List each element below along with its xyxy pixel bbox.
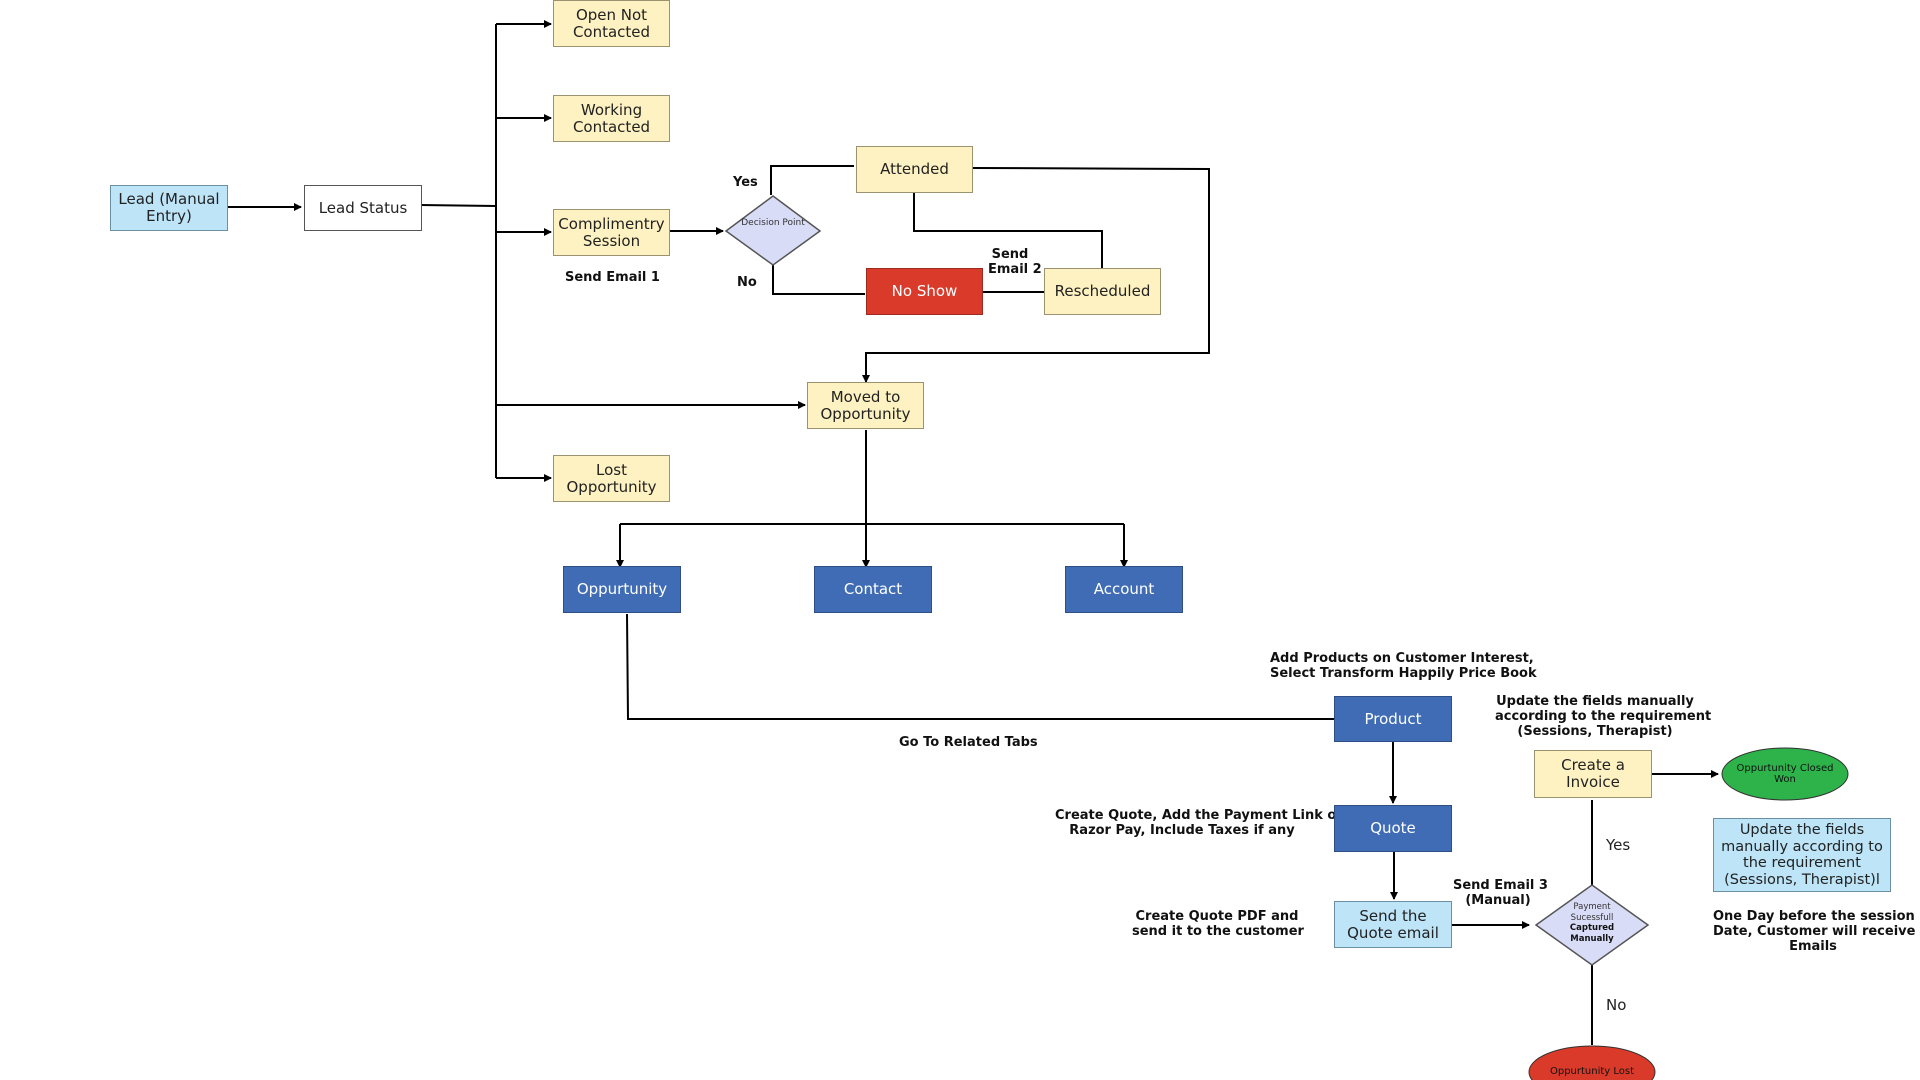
payment-line3: Captured: [1569, 923, 1615, 933]
payment-line2: Sucessfull: [1570, 912, 1614, 923]
attended-box[interactable]: Attended: [856, 146, 973, 193]
send-email-3-line1: Send Email 3: [1453, 878, 1548, 893]
open-not-contacted-label: Open Not Contacted: [572, 5, 651, 41]
lost-opportunity-box[interactable]: Lost Opportunity: [553, 455, 670, 502]
connector-decision-to-attended: [770, 165, 854, 195]
open-not-contacted-box[interactable]: Open Not Contacted: [553, 0, 670, 47]
no-show-box[interactable]: No Show: [866, 268, 983, 315]
decision-yes-label: Yes: [733, 175, 758, 190]
account-label: Account: [1093, 580, 1155, 598]
add-products-line1: Add Products on Customer Interest,: [1270, 651, 1534, 666]
connector-oppurtunity-to-product: [626, 613, 1336, 720]
one-day-line1: One Day before the session: [1713, 909, 1915, 924]
send-email-3-line2: (Manual): [1465, 893, 1531, 908]
update-fields-box[interactable]: Update the fields manually according to …: [1713, 818, 1891, 892]
create-quote-line2: Razor Pay, Include Taxes if any: [1069, 823, 1295, 838]
lead-manual-entry-label: Lead (Manual Entry): [118, 190, 220, 225]
create-quote-line1: Create Quote, Add the Payment Link of: [1055, 808, 1342, 823]
payment-yes-label: Yes: [1606, 836, 1631, 854]
update-fields-note: Update the fields manually according to …: [1495, 694, 1712, 739]
lead-status-box[interactable]: Lead Status: [304, 185, 422, 231]
quote-box[interactable]: Quote: [1334, 805, 1452, 852]
send-email-2-line1: Send: [991, 247, 1029, 262]
one-day-line3: Emails: [1789, 939, 1837, 954]
one-day-line2: Date, Customer will receive the: [1713, 924, 1920, 939]
opportunity-lost-label: Oppurtunity Lost: [1549, 1066, 1635, 1077]
lost-opportunity-label: Lost Opportunity: [566, 460, 657, 496]
no-show-label: No Show: [891, 282, 958, 300]
attended-label: Attended: [880, 160, 949, 178]
connector-attended-to-moved: [862, 167, 1210, 383]
connector-status-to-trunk: [419, 204, 497, 207]
opportunity-lost-ellipse: [1528, 1045, 1656, 1080]
contact-box[interactable]: Contact: [814, 566, 932, 613]
payment-line1: Payment: [1573, 902, 1611, 912]
payment-line4: Manually: [1570, 933, 1614, 944]
send-email-2-note: Send Email 2: [988, 247, 1042, 277]
send-quote-email-box[interactable]: Send the Quote email: [1334, 901, 1452, 948]
oppurtunity-box[interactable]: Oppurtunity: [563, 566, 681, 613]
update-note-line3: (Sessions, Therapist): [1517, 724, 1673, 739]
send-quote-email-label: Send the Quote email: [1347, 906, 1439, 942]
decision-point-diamond: [724, 195, 822, 266]
create-pdf-line1: Create Quote PDF and: [1135, 909, 1299, 924]
connector-decision-to-no-show: [772, 265, 865, 295]
account-box[interactable]: Account: [1065, 566, 1183, 613]
product-box[interactable]: Product: [1334, 696, 1452, 742]
rescheduled-label: Rescheduled: [1054, 282, 1151, 300]
send-email-2-line2: Email 2: [988, 262, 1042, 277]
send-email-1-note: Send Email 1: [565, 270, 660, 285]
lead-manual-entry-box[interactable]: Lead (Manual Entry): [110, 185, 228, 231]
moved-to-opportunity-box[interactable]: Moved to Opportunity: [807, 382, 924, 429]
decision-no-label: No: [737, 275, 757, 290]
payment-diamond: [1534, 884, 1650, 966]
create-pdf-line2: send it to the customer: [1132, 924, 1304, 939]
create-quote-note: Create Quote, Add the Payment Link of Ra…: [1055, 808, 1342, 838]
update-note-line1: Update the fields manually: [1496, 694, 1694, 709]
create-invoice-box[interactable]: Create a Invoice: [1534, 750, 1652, 798]
working-contacted-box[interactable]: Working Contacted: [553, 95, 670, 142]
lead-status-label: Lead Status: [318, 198, 408, 217]
update-fields-box-label: Update the fields manually according to …: [1721, 822, 1883, 888]
contact-label: Contact: [843, 580, 903, 598]
go-to-related-tabs-note: Go To Related Tabs: [899, 735, 1038, 750]
create-invoice-label: Create a Invoice: [1561, 756, 1625, 791]
decision-point-label: Decision Point: [741, 218, 805, 228]
create-pdf-note: Create Quote PDF and send it to the cust…: [1132, 909, 1304, 939]
payment-no-label: No: [1606, 996, 1627, 1014]
oppurtunity-label: Oppurtunity: [576, 580, 668, 598]
add-products-line2: Select Transform Happily Price Book: [1270, 666, 1537, 681]
update-note-line2: according to the requirement: [1495, 709, 1712, 724]
closed-won-ellipse: [1721, 747, 1849, 801]
closed-won-label: Oppurtunity Closed Won: [1736, 763, 1834, 785]
moved-to-opportunity-label: Moved to Opportunity: [820, 387, 911, 423]
send-email-3-note: Send Email 3 (Manual): [1453, 878, 1548, 908]
rescheduled-box[interactable]: Rescheduled: [1044, 268, 1161, 315]
connector-rescheduled-to-attended: [913, 193, 1103, 268]
one-day-before-note: One Day before the session Date, Custome…: [1713, 909, 1920, 954]
complimentry-session-box[interactable]: Complimentry Session: [553, 209, 670, 256]
add-products-note: Add Products on Customer Interest, Selec…: [1270, 651, 1537, 681]
quote-label: Quote: [1370, 819, 1416, 837]
working-contacted-label: Working Contacted: [572, 100, 651, 136]
payment-diamond-label: Payment Sucessfull Captured Manually: [1547, 902, 1637, 944]
product-label: Product: [1364, 709, 1422, 728]
complimentry-session-label: Complimentry Session: [558, 214, 665, 250]
